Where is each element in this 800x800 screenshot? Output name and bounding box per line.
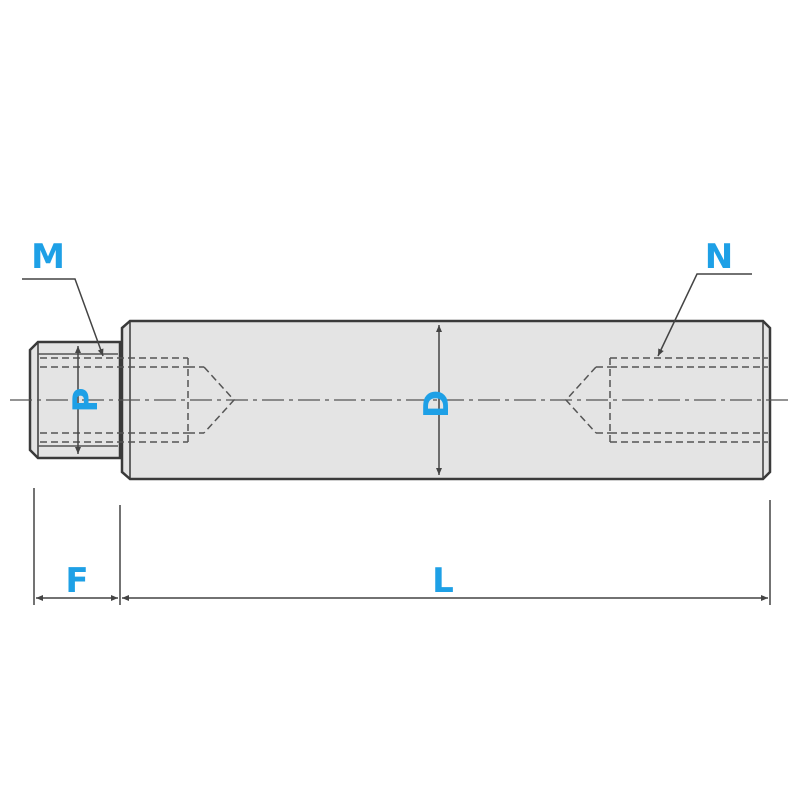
label-d: D xyxy=(417,390,457,418)
label-m: M xyxy=(31,237,65,277)
label-l: L xyxy=(432,561,454,601)
leader-m xyxy=(22,278,104,357)
leader-n xyxy=(657,273,752,357)
label-f: F xyxy=(65,561,88,601)
label-p: P xyxy=(66,388,106,413)
label-n: N xyxy=(705,237,733,277)
left-hidden-tapped-hole xyxy=(40,357,236,443)
